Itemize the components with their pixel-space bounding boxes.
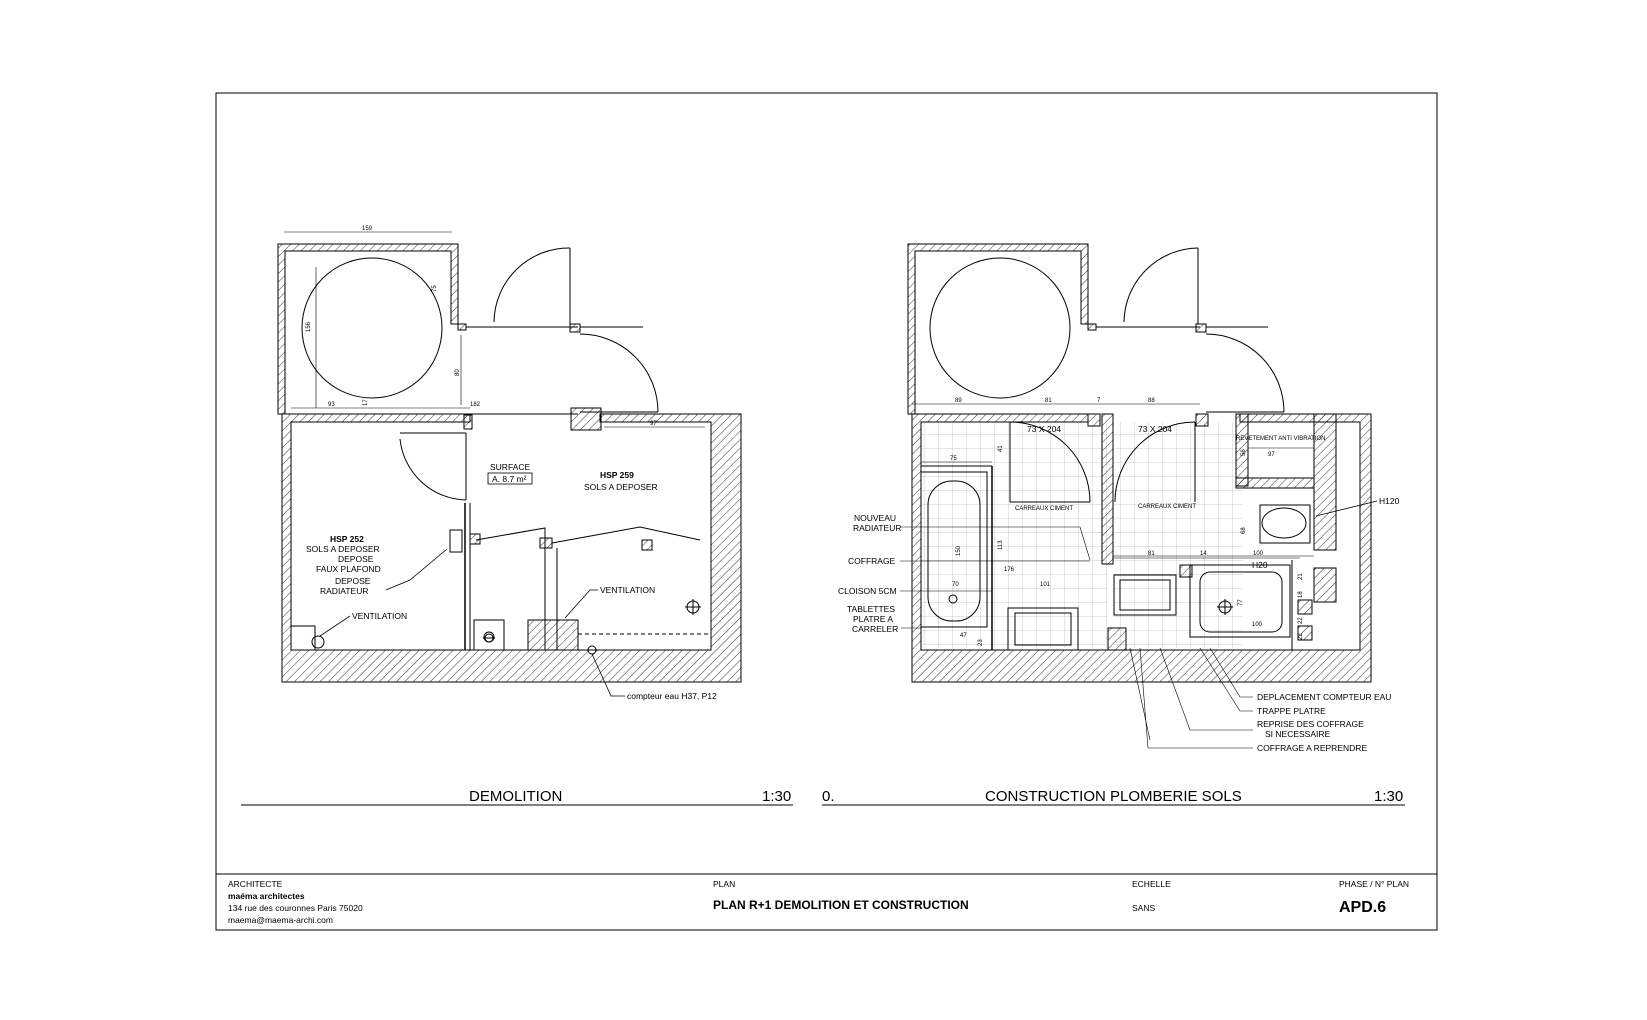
dim-label: 14 bbox=[1200, 551, 1207, 557]
left-callout: PLATRE A bbox=[853, 614, 893, 624]
right-plan: 89 81 7 88 75 41 113 150 176 70 101 47 2… bbox=[822, 243, 1405, 806]
room-b-note: DEPOSE bbox=[338, 554, 374, 564]
room-b-note: SOLS A DEPOSER bbox=[306, 544, 380, 554]
anti-vibration-label: REVETEMENT ANTI VIBRATION bbox=[1236, 436, 1325, 442]
bathtub-icon bbox=[920, 471, 988, 628]
left-callout: RADIATEUR bbox=[853, 523, 902, 533]
bottom-callout: COFFRAGE A REPRENDRE bbox=[1257, 743, 1367, 753]
left-callout: TABLETTES bbox=[847, 604, 895, 614]
dim-label: 68 bbox=[1241, 527, 1247, 534]
room-b-code: HSP 252 bbox=[330, 534, 364, 544]
bottom-callout: SI NECESSAIRE bbox=[1265, 729, 1331, 739]
dim-label: 93 bbox=[328, 402, 335, 408]
surface-value: A. 8.7 m² bbox=[492, 474, 527, 484]
dim-label: 80 bbox=[455, 369, 461, 376]
dim-label: 47 bbox=[960, 633, 967, 639]
phase-label: PHASE / N° PLAN bbox=[1339, 879, 1409, 889]
plan-title: PLAN R+1 DEMOLITION ET CONSTRUCTION bbox=[713, 898, 969, 912]
dim-label: 81 bbox=[1045, 398, 1052, 404]
dim-label: 101 bbox=[1040, 582, 1051, 588]
tile-floor bbox=[1113, 422, 1243, 648]
dim-label: 75 bbox=[432, 285, 438, 292]
left-target-symbol bbox=[685, 599, 701, 615]
sheet-frame bbox=[215, 92, 1438, 931]
door-size-label: 73 X 204 bbox=[1027, 424, 1061, 434]
left-callout: COFFRAGE bbox=[848, 556, 896, 566]
room-a-note: SOLS A DEPOSER bbox=[584, 482, 658, 492]
bottom-callout: DEPLACEMENT COMPTEUR EAU bbox=[1257, 692, 1391, 702]
dim-label: 113 bbox=[998, 540, 1004, 550]
dim-label: 97 bbox=[1268, 452, 1275, 458]
room-a-code: HSP 259 bbox=[600, 470, 634, 480]
surface-label: SURFACE bbox=[490, 462, 530, 472]
left-caption-scale: 1:30 bbox=[762, 788, 791, 805]
scale-label: ECHELLE bbox=[1132, 879, 1171, 889]
ventilation-label: VENTILATION bbox=[352, 611, 407, 621]
left-round-shaft bbox=[301, 257, 443, 399]
left-callout: NOUVEAU bbox=[854, 513, 896, 523]
left-callout: CARRELER bbox=[852, 624, 898, 634]
right-caption-number: 0. bbox=[822, 788, 835, 805]
title-block: ARCHITECTE maéma architectes 134 rue des… bbox=[228, 879, 1409, 925]
left-callout: CLOISON 5CM bbox=[838, 586, 897, 596]
dim-label: 56 bbox=[1241, 449, 1247, 456]
room-b-note: DEPOSE bbox=[335, 576, 371, 586]
dim-label: 22 bbox=[1298, 633, 1304, 640]
room-b-note: FAUX PLAFOND bbox=[316, 564, 381, 574]
tile-label: CARREAUX CIMENT bbox=[1138, 504, 1196, 510]
dim-label: 100 bbox=[1252, 622, 1263, 628]
ventilation-label: VENTILATION bbox=[600, 585, 655, 595]
dim-label: 81 bbox=[1148, 551, 1155, 557]
dim-label: 150 bbox=[956, 545, 962, 556]
dim-label: 159 bbox=[362, 226, 373, 232]
left-caption-title: DEMOLITION bbox=[469, 788, 562, 805]
dim-label: 176 bbox=[1004, 567, 1015, 573]
dim-label: 70 bbox=[952, 582, 959, 588]
tile-floor bbox=[921, 422, 1107, 648]
left-plan: 159 156 75 80 93 17 182 97 SURFACE A. 8.… bbox=[241, 226, 793, 806]
dim-label: 77 bbox=[1238, 599, 1244, 606]
plan-label: PLAN bbox=[713, 879, 735, 889]
dim-label: 100 bbox=[1253, 551, 1264, 557]
dim-label: 41 bbox=[998, 445, 1004, 452]
architect-email: maema@maema-archi.com bbox=[228, 915, 333, 925]
dim-label: 89 bbox=[955, 398, 962, 404]
toilet-icon bbox=[1259, 504, 1311, 544]
dim-label: 88 bbox=[1148, 398, 1155, 404]
room-b-note: RADIATEUR bbox=[320, 586, 369, 596]
dim-label: 18 bbox=[1298, 591, 1304, 598]
right-target-symbol bbox=[1217, 599, 1233, 615]
architect-address: 134 rue des couronnes Paris 75020 bbox=[228, 903, 363, 913]
bottom-callout: REPRISE DES COFFRAGE bbox=[1257, 719, 1364, 729]
dim-label: 182 bbox=[470, 402, 481, 408]
dim-label: 22 bbox=[1298, 617, 1304, 624]
dim-label: 23 bbox=[978, 639, 984, 646]
left-landing-door-arc bbox=[493, 247, 571, 323]
right-caption-title: CONSTRUCTION PLOMBERIE SOLS bbox=[985, 788, 1242, 805]
dim-label: 7 bbox=[1097, 398, 1101, 404]
right-caption-scale: 1:30 bbox=[1374, 788, 1403, 805]
door-size-label: 73 X 204 bbox=[1138, 424, 1172, 434]
dim-label: 97 bbox=[650, 421, 657, 427]
h20-label: H20 bbox=[1252, 560, 1268, 570]
dim-label: 156 bbox=[306, 321, 312, 332]
architect-name: maéma architectes bbox=[228, 891, 305, 901]
dim-label: 21 bbox=[1298, 573, 1304, 580]
tile-label: CARREAUX CIMENT bbox=[1015, 506, 1073, 512]
right-round-shaft bbox=[929, 257, 1071, 399]
dim-label: 75 bbox=[950, 456, 957, 462]
bottom-callout: TRAPPE PLATRE bbox=[1257, 706, 1326, 716]
h120-label: H120 bbox=[1379, 496, 1400, 506]
scale-value: SANS bbox=[1132, 903, 1155, 913]
dim-label: 17 bbox=[363, 399, 369, 406]
left-top-room-wall bbox=[277, 243, 459, 415]
phase-value: APD.6 bbox=[1339, 899, 1386, 916]
meter-note: compteur eau H37, P12 bbox=[627, 691, 717, 701]
architect-label: ARCHITECTE bbox=[228, 879, 283, 889]
